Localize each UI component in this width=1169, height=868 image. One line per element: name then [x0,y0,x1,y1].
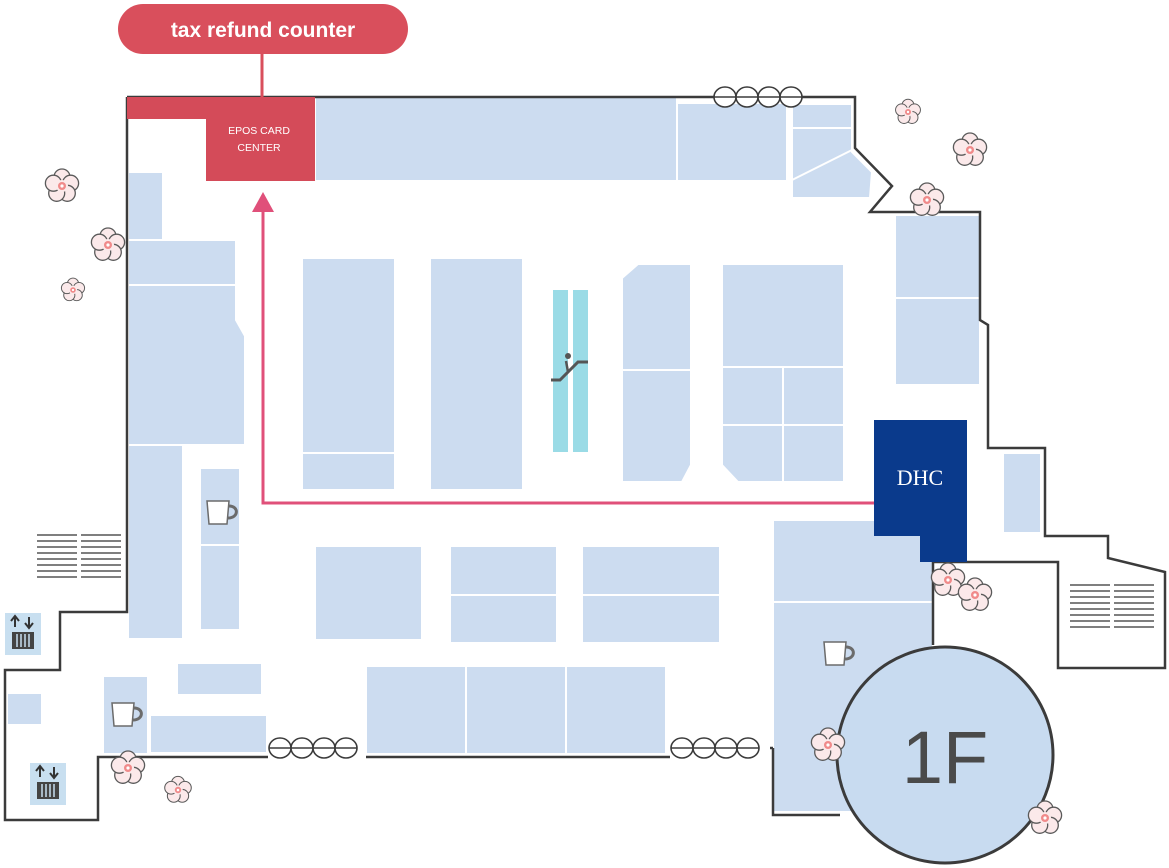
sakura-flower-icon [909,182,945,216]
floor-label: 1F [902,716,988,799]
sakura-flower-icon [90,227,126,261]
floor-badge: 1F [835,645,1055,865]
sakura-flower-icon [952,132,988,166]
escalator[interactable] [551,290,588,452]
route-arrow [252,192,874,505]
shop-east-a[interactable] [894,214,981,386]
escalator-icon [551,353,588,382]
shop-south-1[interactable] [314,545,423,641]
shop-west-b[interactable] [127,239,246,446]
dhc-store[interactable]: DHC [874,420,967,562]
building-outline [3,95,1167,822]
stairs-icon-west [36,534,122,578]
elevator-icon-southwest[interactable] [29,762,67,806]
elevator-icon-west[interactable] [4,612,42,656]
shop-top-strip[interactable] [314,96,678,182]
shop-center-1[interactable] [301,257,396,491]
shop-blocks [6,96,1042,813]
epos-label-line2: CENTER [237,142,281,154]
shop-far-west-small[interactable] [6,692,43,726]
shop-center-4[interactable] [721,263,845,368]
dhc-label: DHC [897,465,943,490]
entrance-door-icon-south-west[interactable] [268,737,358,759]
epos-card-center[interactable]: EPOS CARD CENTER [127,97,315,181]
stairs-icon-east [1069,584,1155,628]
sakura-flower-icon [60,277,86,302]
shop-south-bottom[interactable] [365,665,667,755]
shop-west-c[interactable] [127,444,184,640]
sakura-flower-icon [957,577,993,611]
shop-cafe-west[interactable] [199,467,241,631]
entrance-door-icon-south-east[interactable] [670,737,760,759]
tax-refund-label: tax refund counter [171,19,355,42]
shop-center-3[interactable] [621,263,692,483]
sakura-flower-icon [895,98,921,124]
route-arrowhead [252,192,274,212]
shop-west-a[interactable] [127,171,164,241]
shop-northeast-corner[interactable] [791,103,874,199]
shop-east-b[interactable] [1002,452,1042,534]
shop-top-right[interactable] [676,102,788,182]
shop-south-wide[interactable] [149,714,268,754]
epos-label-line1: EPOS CARD [228,125,290,137]
shop-south-small[interactable] [176,662,263,696]
shop-center-2[interactable] [429,257,524,491]
sakura-flower-icon [44,168,80,202]
sakura-flower-icon [164,775,192,803]
tax-refund-callout[interactable]: tax refund counter [118,4,408,97]
